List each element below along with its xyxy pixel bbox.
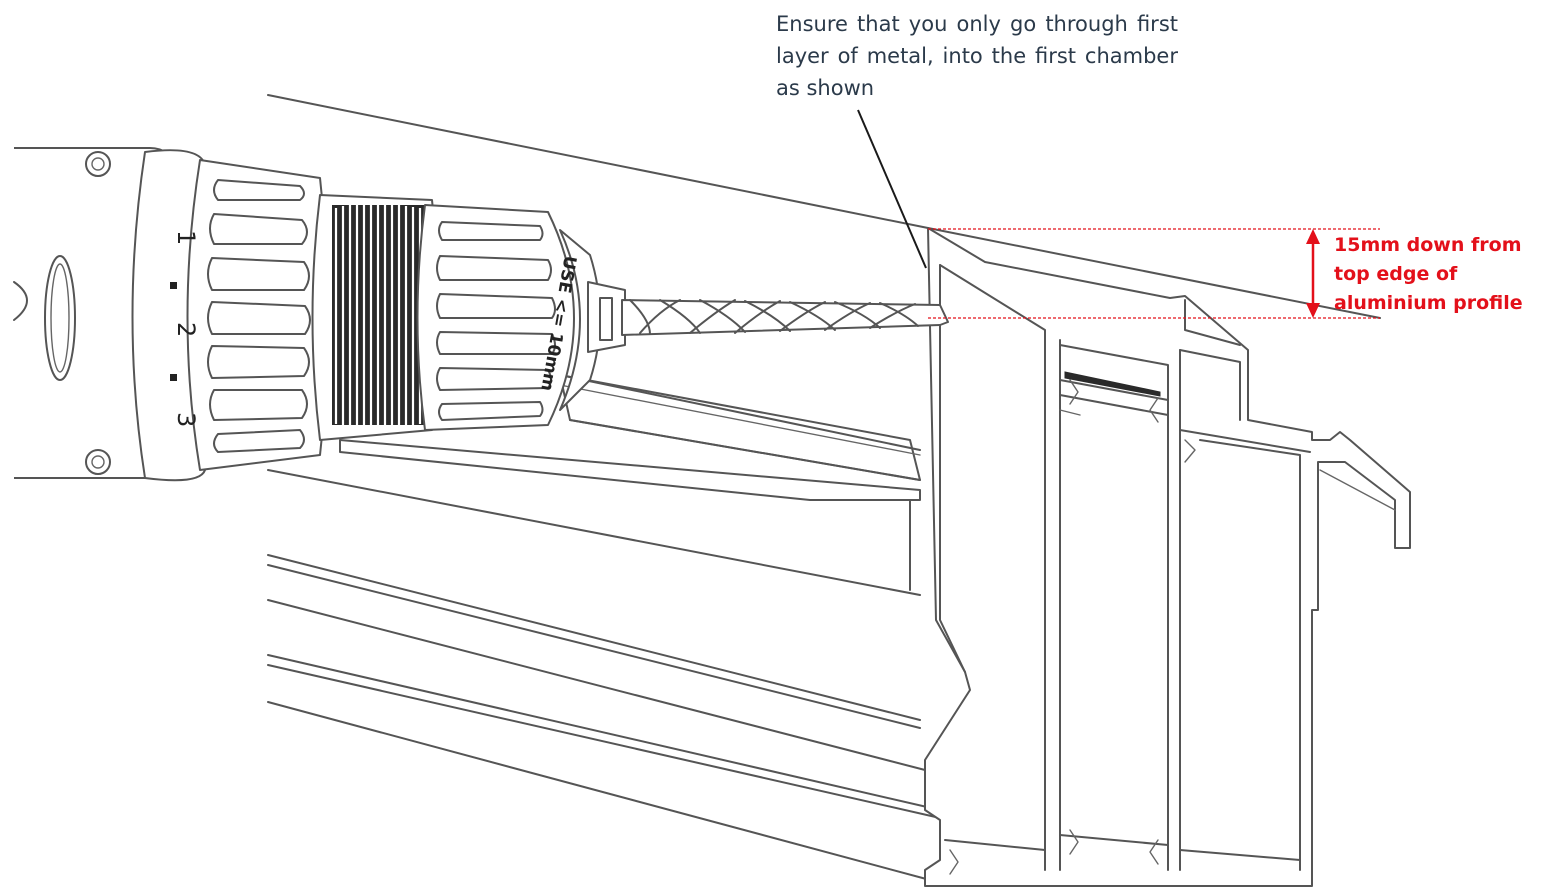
chuck-slots [436, 221, 556, 421]
drill [13, 147, 949, 482]
measurement-guides [928, 228, 1380, 319]
drill-bit-flutes [629, 299, 919, 335]
chuck-ribs [332, 204, 430, 428]
measurement-label: 15mm down from top edge of aluminium pro… [1334, 234, 1523, 314]
measurement-arrow [1306, 229, 1320, 318]
callout-leader-line [857, 109, 927, 269]
dial-mark-1: 1 [172, 230, 200, 245]
dial-mark-2: 2 [172, 322, 200, 337]
collar-slots [207, 179, 311, 453]
aluminium-profile [267, 94, 1411, 887]
instruction-callout: Ensure that you only go through first la… [776, 12, 1178, 100]
dial-mark-3: 3 [172, 412, 200, 427]
dial-marks: 1 2 3 [170, 230, 200, 427]
